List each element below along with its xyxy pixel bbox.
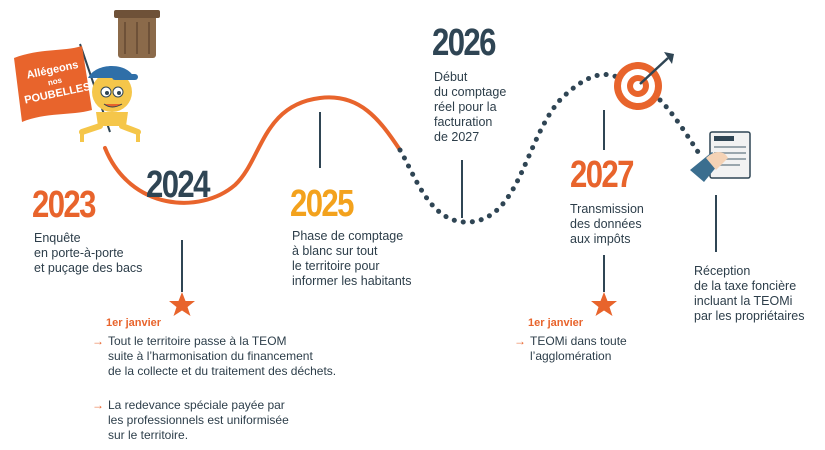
bullet-2024-2-line-1: La redevance spéciale payée par <box>108 398 285 412</box>
year-2027: 2027 <box>570 154 634 196</box>
text-2025-line-4: informer les habitants <box>292 274 412 288</box>
bullet-2027-1-line-2: l’agglomération <box>530 349 612 363</box>
bullet-2024-2-line-3: sur le territoire. <box>108 428 189 442</box>
bullet-2024-1-line-3: de la collecte et du traitement des déch… <box>108 364 337 378</box>
text-2026-line-4: facturation <box>434 115 493 129</box>
star-icon <box>591 292 617 316</box>
mascot-illustration <box>14 10 160 142</box>
text-2026-line-2: du comptage <box>434 85 507 99</box>
text-2027-line-2: des données <box>570 217 642 231</box>
arrow-icon: → <box>92 398 104 412</box>
arrow-icon: → <box>514 334 526 348</box>
bullet-2027-1-line-1: TEOMi dans toute <box>530 334 627 348</box>
text-final-line-4: par les propriétaires <box>694 309 805 323</box>
year-2023: 2023 <box>32 184 96 226</box>
star-icon <box>169 292 195 316</box>
target-icon <box>614 52 674 110</box>
timeline-dotted-end <box>657 97 705 161</box>
tax-document-icon <box>690 131 751 182</box>
timeline-solid-segment <box>103 95 402 205</box>
text-2023-line-1: Enquête <box>34 231 81 245</box>
bullet-2024-2: La redevance spéciale payée par les prof… <box>108 398 289 443</box>
year-2026: 2026 <box>432 22 496 64</box>
timeline-dotted-segment <box>397 72 628 225</box>
text-final-line-3: incluant la TEOMi <box>694 294 793 308</box>
text-2027: Transmission des données aux impôts <box>570 202 644 247</box>
text-2025-line-3: le territoire pour <box>292 259 380 273</box>
text-2026-line-5: de 2027 <box>434 130 480 144</box>
text-final-line-2: de la taxe foncière <box>694 279 797 293</box>
text-2025-line-1: Phase de comptage <box>292 229 404 243</box>
text-2026-line-1: Début <box>434 70 468 84</box>
text-2025-line-2: à blanc sur tout <box>292 244 378 258</box>
text-2026-line-3: réel pour la <box>434 100 497 114</box>
bullet-2024-1-line-2: suite à l’harmonisation du financement <box>108 349 313 363</box>
text-final-line-1: Réception <box>694 264 751 278</box>
text-2027-line-1: Transmission <box>570 202 644 216</box>
text-2023: Enquête en porte-à-porte et puçage des b… <box>34 231 142 276</box>
year-2025: 2025 <box>290 183 354 225</box>
text-2025: Phase de comptage à blanc sur tout le te… <box>292 229 412 289</box>
arrow-icon: → <box>92 334 104 348</box>
bullet-2024-1-line-1: Tout le territoire passe à la TEOM <box>108 334 287 348</box>
text-2023-line-2: en porte-à-porte <box>34 246 124 260</box>
text-2023-line-3: et puçage des bacs <box>34 261 143 275</box>
bullet-2024-2-line-2: les professionnels est uniformisée <box>108 413 289 427</box>
year-2024: 2024 <box>146 164 210 206</box>
text-2027-line-3: aux impôts <box>570 232 631 246</box>
text-2026: Début du comptage réel pour la facturati… <box>434 70 506 145</box>
bullet-2027-1: TEOMi dans toute l’agglomération <box>530 334 627 364</box>
text-final: Réception de la taxe foncière incluant l… <box>694 264 804 324</box>
date-2024: 1er janvier <box>106 317 162 329</box>
date-2027: 1er janvier <box>528 317 584 329</box>
bullet-2024-1: Tout le territoire passe à la TEOM suite… <box>108 334 336 379</box>
